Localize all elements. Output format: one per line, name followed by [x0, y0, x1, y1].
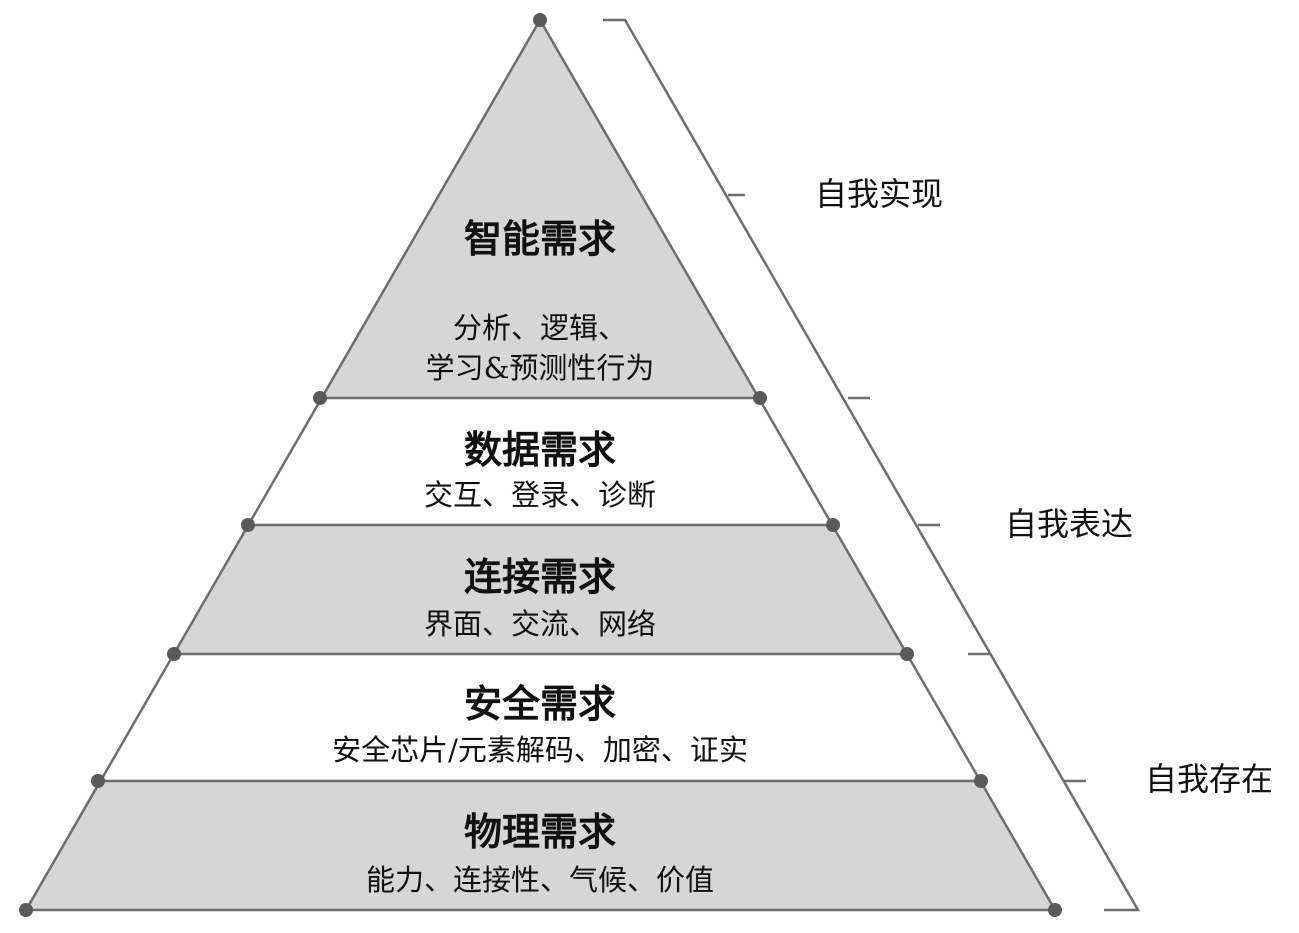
node-dot	[19, 903, 33, 917]
node-dot	[313, 391, 327, 405]
tier-desc-connection: 界面、交流、网络	[424, 607, 656, 641]
tier-title-intelligence: 智能需求	[464, 217, 616, 261]
side-label-self-existence: 自我存在	[1145, 760, 1273, 798]
node-dot	[753, 391, 767, 405]
node-dot	[1048, 903, 1062, 917]
tier-band-data	[248, 398, 833, 525]
tier-title-security: 安全需求	[464, 682, 616, 726]
node-dot	[900, 647, 914, 661]
tier-desc-intelligence-line1: 分析、逻辑、	[453, 311, 627, 345]
pyramid-nodes	[19, 13, 1062, 917]
side-label-self-actualization: 自我实现	[815, 175, 943, 213]
tier-desc-data: 交互、登录、诊断	[424, 478, 656, 512]
tier-desc-intelligence-line2: 学习&预测性行为	[426, 351, 655, 385]
node-dot	[974, 774, 988, 788]
node-dot	[167, 647, 181, 661]
tier-title-data: 数据需求	[464, 428, 616, 472]
tier-desc-physical: 能力、连接性、气候、价值	[366, 863, 714, 897]
tier-band-security	[98, 654, 981, 781]
node-dot	[91, 774, 105, 788]
node-dot	[826, 518, 840, 532]
node-dot	[241, 518, 255, 532]
tier-desc-security: 安全芯片/元素解码、加密、证实	[332, 733, 748, 767]
tier-title-connection: 连接需求	[464, 555, 616, 599]
tier-band-intelligence	[320, 20, 760, 398]
side-label-self-expression: 自我表达	[1005, 505, 1133, 543]
tier-band-physical	[26, 781, 1055, 910]
side-bracket	[603, 18, 1141, 912]
node-dot	[533, 13, 547, 27]
tier-title-physical: 物理需求	[464, 810, 616, 854]
tier-band-connection	[174, 525, 907, 654]
